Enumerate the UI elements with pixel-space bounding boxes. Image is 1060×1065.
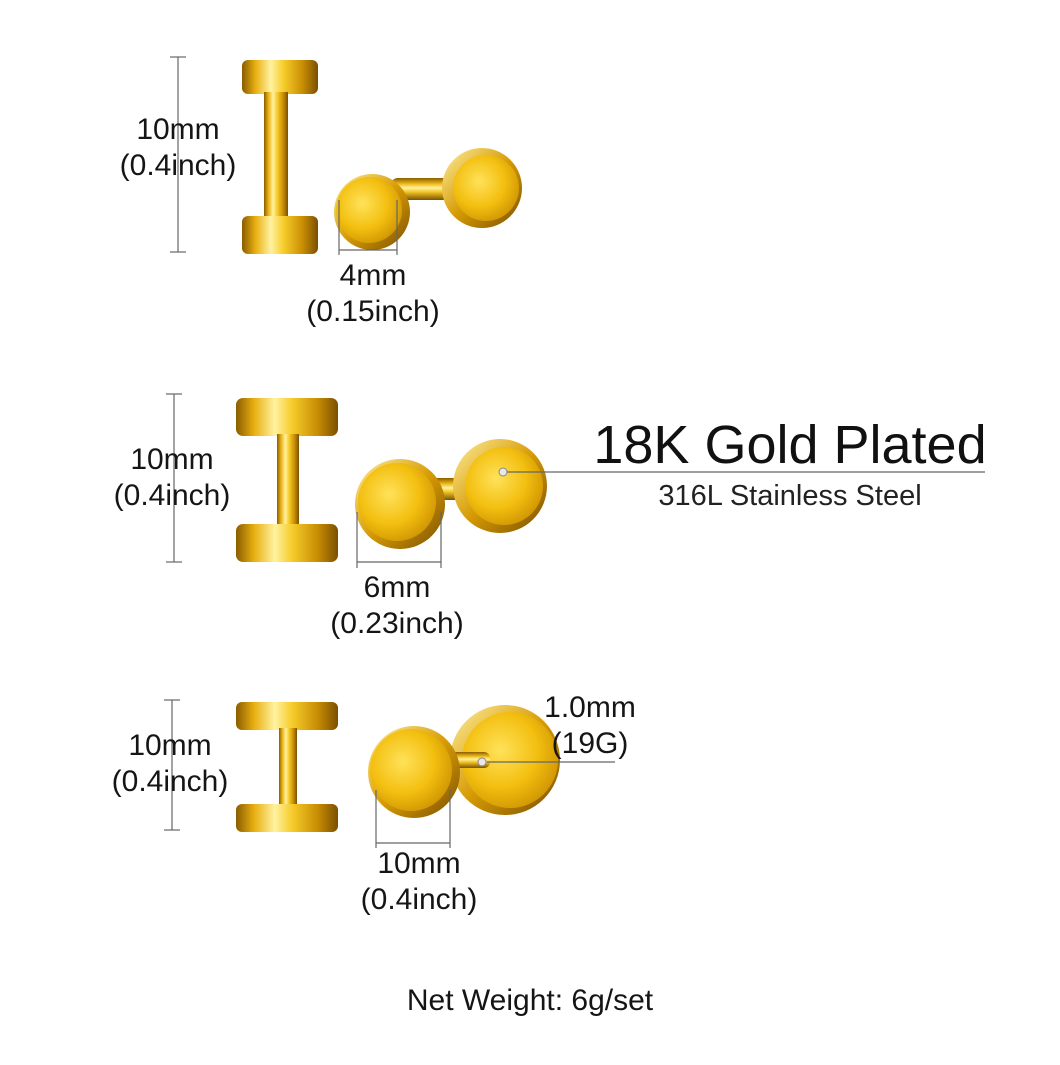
row2-dimension-lines — [166, 393, 985, 568]
row2-side-earring — [236, 398, 338, 562]
row1-side-earring — [242, 60, 318, 254]
row3-disc-size-label: 10mm (0.4inch) — [360, 847, 478, 916]
row2-length-label: 10mm (0.4inch) — [113, 443, 231, 512]
row3-dimension-lines — [164, 699, 615, 848]
row1-length-label: 10mm (0.4inch) — [119, 113, 237, 182]
net-weight-label: Net Weight: 6g/set — [406, 984, 654, 1017]
row1-dimension-lines — [170, 56, 398, 255]
row3-side-earring — [236, 702, 338, 832]
material-title: 18K Gold Plated — [593, 415, 987, 475]
material-subtitle: 316L Stainless Steel — [658, 480, 922, 512]
row3-gauge-label: 1.0mm (19G) — [544, 691, 636, 760]
row2-front-earring — [355, 439, 547, 549]
row1-front-earring — [334, 148, 522, 250]
row3-length-label: 10mm (0.4inch) — [111, 729, 229, 798]
row1-disc-size-label: 4mm (0.15inch) — [306, 259, 440, 328]
row3-front-earring — [368, 705, 560, 818]
row2-disc-size-label: 6mm (0.23inch) — [330, 571, 464, 640]
